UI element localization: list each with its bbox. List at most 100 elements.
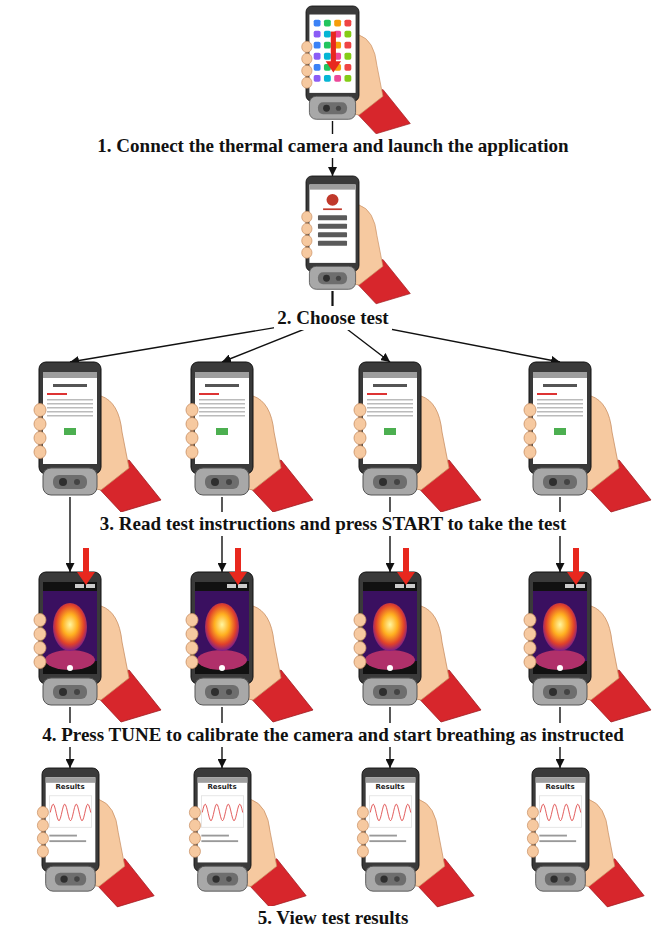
hand-finger [302, 223, 312, 234]
hand-finger [354, 418, 366, 431]
hand-finger [302, 235, 312, 246]
hand-finger [527, 819, 538, 831]
camera-lens [323, 275, 330, 282]
instruction-line [537, 407, 583, 409]
step-caption: 2. Choose test [274, 306, 391, 330]
logo-caption [323, 208, 342, 210]
app-icon [344, 42, 351, 49]
start-button [384, 428, 396, 435]
camera-lens [379, 688, 387, 696]
app-top-bar [363, 582, 417, 590]
app-logo [327, 194, 339, 206]
camera-inset [318, 272, 347, 284]
capture-button [219, 665, 225, 671]
screen-ground [363, 582, 417, 674]
camera-inset [373, 475, 407, 489]
thermal-shoulders [365, 650, 415, 670]
menu-button [86, 584, 95, 588]
phone-screen [309, 15, 355, 93]
camera-lens [380, 875, 387, 882]
step-caption: 3. Read test instructions and press STAR… [97, 512, 569, 536]
hand-finger [186, 404, 198, 417]
app-top-bar [195, 372, 249, 378]
phone-body [306, 176, 359, 271]
menu-button [576, 584, 585, 588]
pointer-arrow-head [229, 572, 247, 585]
tune-button [75, 584, 84, 588]
instruction-line [367, 407, 413, 409]
camera-lens [379, 478, 387, 486]
hand-phone-drawing [357, 768, 474, 907]
app-top-bar [363, 372, 417, 378]
app-top-bar [533, 372, 587, 378]
phone-step-node [359, 362, 421, 497]
hand-finger [189, 819, 200, 831]
camera-inset [205, 475, 239, 489]
hand-finger [302, 211, 312, 222]
phone-screen [195, 582, 249, 674]
instruction-line [199, 407, 245, 409]
chart-frame [539, 796, 581, 827]
screen-ground [533, 372, 587, 464]
camera-inset [53, 685, 87, 699]
thermal-camera-module [533, 678, 587, 705]
thermal-camera-module [195, 678, 249, 705]
phone-step-node: Results [362, 768, 419, 893]
camera-inset [543, 475, 577, 489]
phone-step-node: Results [42, 768, 99, 893]
camera-lens [74, 479, 80, 485]
hand-phone-drawing [302, 6, 411, 134]
phone-body [529, 572, 591, 684]
instruction-line [367, 399, 413, 401]
hand-finger [37, 806, 48, 818]
camera-lens [74, 876, 80, 882]
instructions-heading [367, 393, 387, 395]
hand-finger [34, 642, 46, 655]
app-icon [314, 75, 321, 82]
pointer-arrow-shaft [83, 548, 89, 573]
app-icon [324, 53, 331, 60]
hand-phone-illustration [39, 572, 101, 707]
camera-lens [211, 478, 219, 486]
hand-finger [34, 656, 46, 669]
instruction-line [537, 403, 583, 405]
hand-finger [524, 418, 536, 431]
phone-body [191, 572, 253, 684]
hand-finger [524, 656, 536, 669]
hand-finger [354, 614, 366, 627]
screen-text-area [191, 572, 253, 588]
hand-finger [186, 432, 198, 445]
hand-phone-illustration [306, 176, 359, 291]
app-icon [314, 64, 321, 71]
capture-button [387, 665, 393, 671]
chart-frame [369, 796, 411, 827]
screen-title: Results [42, 783, 99, 791]
screen-ground [43, 582, 97, 674]
phone-screen [43, 372, 97, 464]
result-line [369, 835, 397, 837]
hand-finger [354, 404, 366, 417]
thermal-camera-module [365, 866, 415, 891]
app-top-bar [43, 372, 97, 378]
instructions-heading [199, 393, 219, 395]
phone-body [532, 768, 589, 872]
app-icon [334, 20, 341, 27]
hand-finger [34, 418, 46, 431]
app-icon [344, 31, 351, 38]
phone-screen [195, 372, 249, 464]
hand-phone-illustration [529, 362, 591, 497]
instruction-line [199, 415, 245, 417]
instruction-line [367, 403, 413, 405]
hand-finger [524, 628, 536, 641]
instruction-line [47, 415, 93, 417]
step-caption: 1. Connect the thermal camera and launch… [94, 134, 571, 158]
screen-text-area: Results [42, 768, 99, 791]
screen-text-area: Results [362, 768, 419, 791]
menu-button [318, 215, 347, 220]
camera-lens [549, 478, 557, 486]
hand-finger [354, 432, 366, 445]
screen-text-area [359, 362, 421, 378]
hand-phone-illustration [191, 362, 253, 497]
pointer-arrow-shaft [403, 548, 409, 573]
